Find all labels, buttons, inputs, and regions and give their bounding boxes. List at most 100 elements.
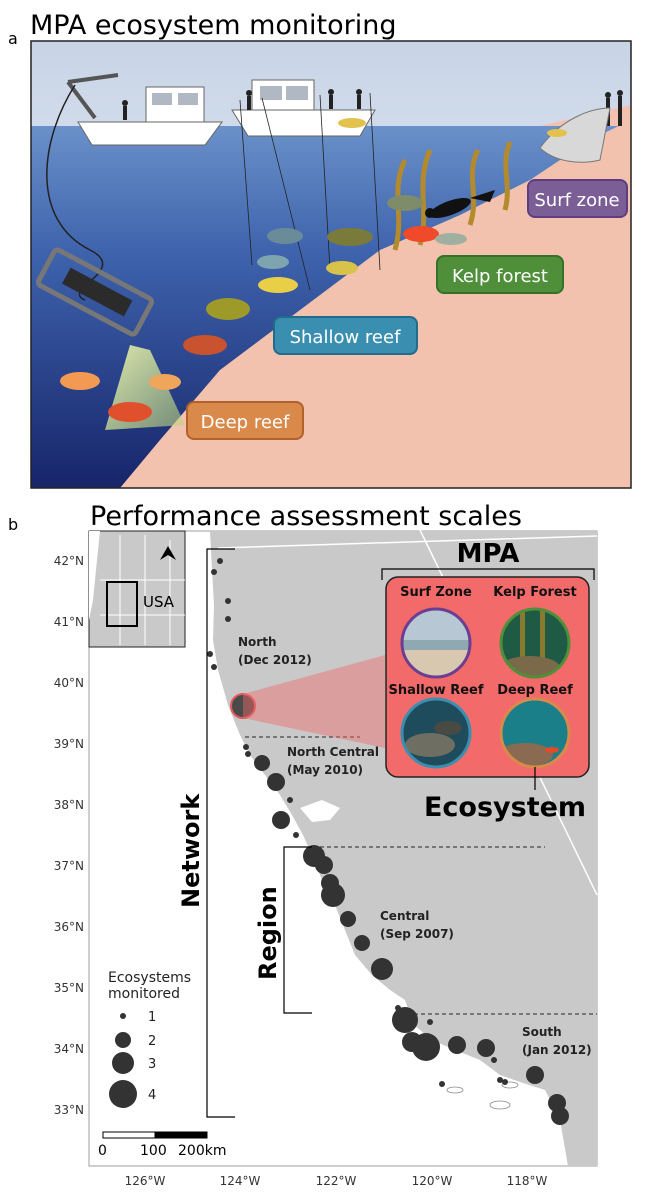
mpa-point <box>287 797 293 803</box>
mpa-point <box>225 598 231 604</box>
mpa-label: MPA <box>457 539 520 569</box>
region-south-date: (Jan 2012) <box>522 1043 592 1057</box>
scale-bar: 0 100 200km <box>98 1131 226 1159</box>
lon-label: 122°W <box>316 1174 357 1188</box>
network-label: Network <box>177 793 205 908</box>
legend-item: 3 <box>148 1057 156 1072</box>
region-labels: North (Dec 2012) North Central (May 2010… <box>238 635 592 1057</box>
boat-left <box>66 73 223 146</box>
mpa-point <box>502 1079 508 1085</box>
lat-label: 42°N <box>54 554 84 568</box>
surf-zone-image <box>402 609 470 677</box>
panel-a-frame <box>30 40 632 489</box>
lon-label: 118°W <box>507 1174 548 1188</box>
highlight-cone <box>243 655 385 748</box>
mpa-ecosystem-panel: Surf Zone Kelp Forest Shallow Reef Deep … <box>385 576 590 778</box>
fish-group <box>60 118 567 422</box>
mpa-point <box>321 883 345 907</box>
svg-text:Kelp forest: Kelp forest <box>452 266 548 287</box>
mpa-point <box>243 744 249 750</box>
legend-title-2: monitored <box>108 986 180 1002</box>
mpa-point <box>254 755 270 771</box>
mpa-point <box>211 664 217 670</box>
lat-ticks: 42°N 41°N 40°N 39°N 38°N 37°N 36°N 35°N … <box>54 554 84 1117</box>
mpa-point <box>225 616 231 622</box>
mpa-point <box>315 856 333 874</box>
mpa-point <box>354 935 370 951</box>
lon-label: 126°W <box>125 1174 166 1188</box>
lat-label: 39°N <box>54 737 84 751</box>
label-shallow-reef: Shallow reef <box>273 316 418 355</box>
mpa-point <box>439 1081 445 1087</box>
mpa-point <box>267 773 285 791</box>
legend-item: 1 <box>148 1010 156 1025</box>
usa-label: USA <box>143 593 175 611</box>
label-deep-reef: Deep reef <box>186 401 304 440</box>
lat-label: 40°N <box>54 676 84 690</box>
region-south: South <box>522 1025 562 1039</box>
region-north-date: (Dec 2012) <box>238 653 312 667</box>
lon-label: 124°W <box>220 1174 261 1188</box>
svg-text:0: 0 <box>98 1143 107 1159</box>
ecosystem-kelp-forest: Kelp Forest <box>493 585 576 600</box>
lat-label: 41°N <box>54 615 84 629</box>
kelp-forest-image <box>501 609 569 677</box>
mpa-point <box>371 958 393 980</box>
lon-ticks: 126°W 124°W 122°W 120°W 118°W <box>125 1174 548 1188</box>
lat-label: 33°N <box>54 1103 84 1117</box>
panel-b-title: Performance assessment scales <box>90 501 522 532</box>
diver <box>425 190 495 218</box>
lat-label: 35°N <box>54 981 84 995</box>
mpa-point <box>477 1039 495 1057</box>
region-bracket <box>283 846 312 1014</box>
mpa-point <box>217 558 223 564</box>
north-arrow-icon <box>160 546 176 560</box>
network-bracket <box>206 548 235 1118</box>
fishing-lines <box>239 92 381 291</box>
lat-label: 34°N <box>54 1042 84 1056</box>
ecosystem-surf-zone: Surf Zone <box>400 585 472 600</box>
region-label: Region <box>254 886 282 980</box>
mpa-point <box>427 1019 433 1025</box>
panel-b-letter: b <box>8 515 18 534</box>
mpa-point <box>340 911 356 927</box>
highlighted-mpa <box>230 693 256 719</box>
mpa-point <box>412 1033 440 1061</box>
svg-text:100: 100 <box>140 1143 167 1159</box>
legend-item: 2 <box>148 1034 156 1049</box>
svg-text:Deep reef: Deep reef <box>201 412 290 433</box>
mpa-point <box>551 1107 569 1125</box>
mpa-point <box>211 569 217 575</box>
mpa-point <box>293 832 299 838</box>
region-central: Central <box>380 909 429 923</box>
ecosystem-shallow-reef: Shallow Reef <box>388 683 483 698</box>
lat-label: 36°N <box>54 920 84 934</box>
panel-a-title: MPA ecosystem monitoring <box>30 10 396 41</box>
region-north-central-date: (May 2010) <box>287 763 363 777</box>
shallow-reef-image <box>402 699 470 767</box>
seine-net <box>539 107 611 163</box>
mpa-point <box>526 1066 544 1084</box>
panel-a-illustration: Surf zone Kelp forest Shallow reef Deep … <box>30 40 632 489</box>
region-north: North <box>238 635 276 649</box>
lat-label: 37°N <box>54 859 84 873</box>
legend-item: 4 <box>148 1088 156 1103</box>
region-central-date: (Sep 2007) <box>380 927 454 941</box>
map: 42°N 41°N 40°N 39°N 38°N 37°N 36°N 35°N … <box>54 529 598 1188</box>
boat-right <box>231 79 376 137</box>
lon-label: 120°W <box>412 1174 453 1188</box>
region-north-central: North Central <box>287 745 379 759</box>
mpa-points <box>207 558 569 1125</box>
mpa-point <box>207 651 213 657</box>
mpa-point <box>448 1036 466 1054</box>
mpa-point <box>272 811 290 829</box>
label-kelp-forest: Kelp forest <box>436 255 564 294</box>
mpa-point <box>392 1007 418 1033</box>
legend: Ecosystems monitored 1 2 3 4 <box>108 970 191 1108</box>
mpa-point <box>491 1057 497 1063</box>
ecosystem-label: Ecosystem <box>424 792 586 823</box>
label-surf-zone: Surf zone <box>527 179 628 218</box>
svg-text:Shallow reef: Shallow reef <box>290 327 401 348</box>
svg-text:Surf zone: Surf zone <box>534 190 619 211</box>
